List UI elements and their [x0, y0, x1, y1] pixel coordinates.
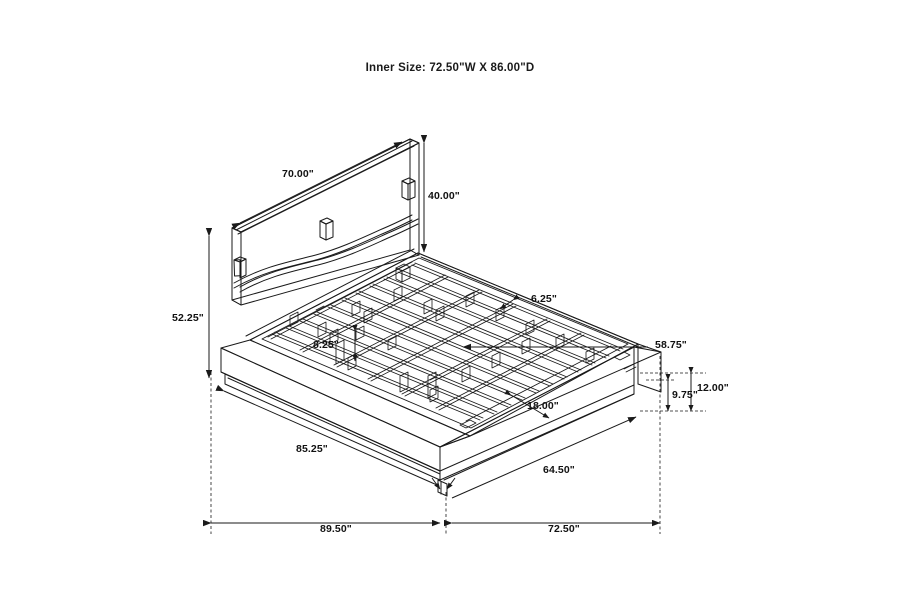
dim-label-footrail-depth: 18.00" — [527, 400, 559, 412]
dim-label-overall-width: 72.50" — [548, 523, 580, 535]
headboard-bracket-left — [233, 256, 247, 279]
dim-label-overall-height: 52.25" — [172, 312, 204, 324]
page-title: Inner Size: 72.50"W X 86.00"D — [365, 62, 535, 74]
dim-label-slat-setback: 6.25" — [531, 293, 557, 305]
dim-label-inner-length: 58.75" — [655, 339, 687, 351]
extension-lines-bottom — [210, 356, 661, 534]
headboard-bracket-center — [319, 217, 334, 241]
dim-label-headboard-height: 40.00" — [428, 190, 460, 202]
dim-label-rail-height: 12.00" — [697, 382, 729, 394]
headboard-bracket-right — [401, 177, 416, 201]
dim-label-foot-rail-length: 64.50" — [543, 464, 575, 476]
slat-clip-group — [289, 285, 595, 403]
dim-label-deck-height: 9.75" — [672, 389, 698, 401]
dimension-foot-rail-length — [451, 416, 637, 499]
bed-frame — [220, 248, 662, 497]
dim-label-slat-spacing: 8.25" — [313, 339, 339, 351]
dim-label-overall-depth: 89.50" — [320, 523, 352, 535]
dimension-side-rail-length — [215, 384, 438, 486]
extension-lines-right — [640, 372, 706, 412]
headboard-panel — [231, 138, 420, 306]
dim-label-side-rail-length: 85.25" — [296, 443, 328, 455]
dimension-headboard-width — [231, 141, 403, 230]
dim-label-headboard-width: 70.00" — [282, 168, 314, 180]
dimension-footrail-depth — [504, 389, 550, 419]
corner-convergence-arrows — [431, 477, 456, 490]
center-support-legs — [335, 339, 437, 399]
dimension-slat-setback — [499, 294, 520, 310]
headboard-attach-plate — [395, 263, 411, 283]
